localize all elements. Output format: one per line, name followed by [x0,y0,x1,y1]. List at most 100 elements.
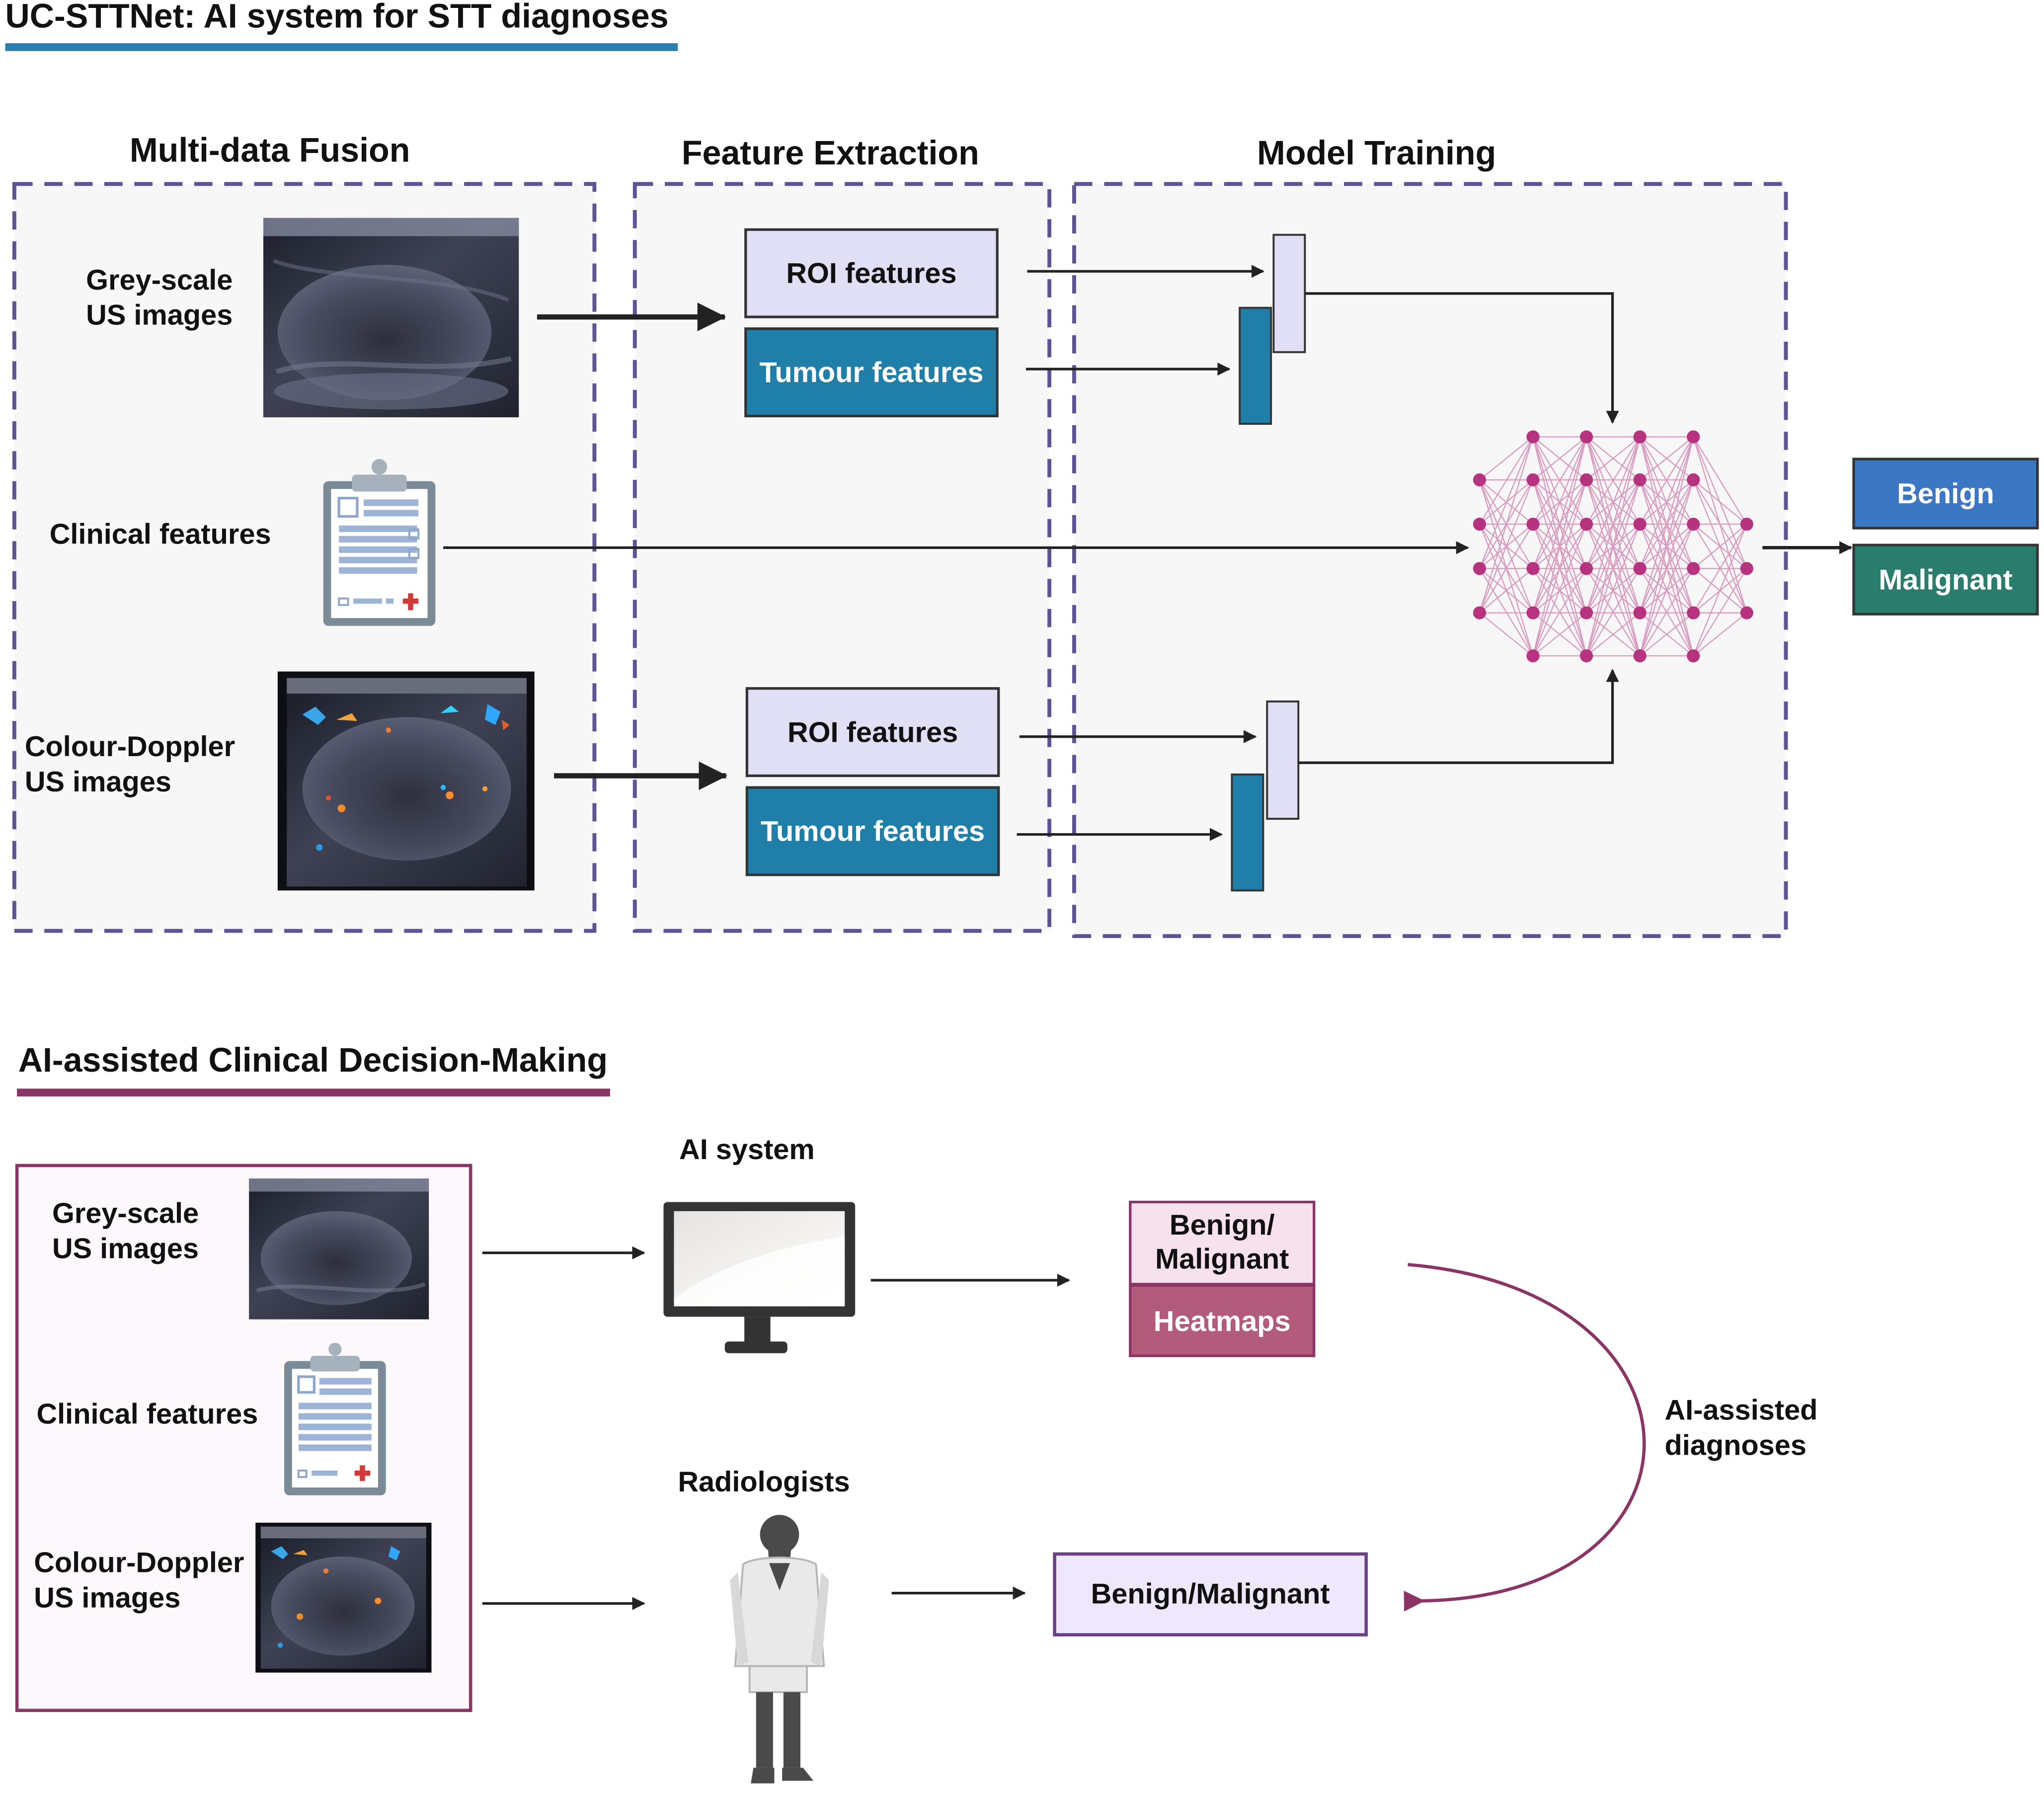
network-node [1633,562,1647,575]
network-node [1579,517,1593,531]
network-node [1633,649,1647,663]
network-node [1633,606,1647,620]
network-edge [1479,524,1534,614]
network-edge [1639,612,1694,657]
network-node [1473,562,1487,575]
top-section-title: UC-STTNet: AI system for STT diagnoses [5,0,668,35]
clipboard-icon [323,459,436,626]
ai-output-line2: Malignant [1155,1243,1289,1275]
network-node [1687,473,1700,487]
network-edge [1479,479,1534,613]
network-node [1579,473,1593,487]
network-node [1740,562,1753,575]
greyscale-us-image [263,218,519,417]
neural-network-icon [1473,430,1753,663]
network-edge [1585,524,1641,656]
network-node [1526,562,1540,575]
network-edge [1586,568,1641,656]
network-node [1579,649,1593,663]
network-edge [1532,437,1587,656]
feature-bar-lavender-bottom [1266,700,1300,820]
network-node [1687,562,1700,575]
network-edge [1639,524,1694,656]
network-node [1740,606,1753,620]
bottom-greyscale-line2: US images [52,1233,199,1264]
tumour-features-label-top: Tumour features [759,357,983,389]
network-edge [1479,568,1534,614]
clinical-features-label: Clinical features [50,518,271,550]
network-node [1633,473,1647,487]
network-edge [1586,436,1641,480]
bottom-doppler-line2: US images [34,1582,180,1614]
roi-features-box-top [744,228,999,318]
benign-output-label: Benign [1897,478,1994,510]
roi-features-label-bottom: ROI features [787,716,958,748]
network-edge [1693,479,1747,525]
model-training-panel [1072,182,1788,938]
ai-assisted-curve-arrow [1404,1263,1646,1612]
network-edge [1585,436,1641,613]
network-node [1579,606,1593,620]
network-edge [1532,524,1587,656]
network-node [1473,473,1487,487]
bottom-colour-doppler-us-image [255,1522,432,1673]
network-edge [1479,436,1534,480]
network-edge [1532,612,1587,657]
network-edge [1639,437,1694,656]
network-edge [1639,436,1694,525]
network-edge [1532,436,1587,480]
network-edge [1639,436,1694,613]
model-training-header: Model Training [1257,134,1496,172]
feature-bar-blue-top [1239,307,1272,425]
bottom-clipboard-icon [284,1342,386,1495]
network-node [1579,562,1593,575]
network-edge [1693,612,1747,657]
network-edge [1639,436,1694,480]
network-node [1687,606,1700,620]
network-edge [1586,612,1641,657]
roi-features-box-bottom [745,687,1000,778]
network-node [1526,649,1540,663]
bottom-greyscale-us-image [249,1178,429,1320]
heatmaps-box [1129,1284,1316,1357]
network-edge [1532,568,1587,656]
network-node [1526,517,1540,531]
neural-network-edges [1479,436,1747,657]
network-node [1526,430,1540,444]
network-edge [1532,479,1587,656]
ai-assisted-line1: AI-assisted [1664,1395,1817,1426]
bottom-section-title: AI-assisted Clinical Decision-Making [18,1041,608,1079]
feature-bar-lavender-top [1272,234,1306,353]
network-edge [1479,436,1534,569]
feature-bar-blue-bottom [1231,773,1264,892]
heatmaps-label: Heatmaps [1154,1306,1291,1337]
multi-data-fusion-header: Multi-data Fusion [130,132,410,169]
network-node [1687,517,1700,531]
network-edge [1585,479,1641,656]
malignant-output-box [1852,544,2039,616]
network-node [1687,649,1700,663]
computer-monitor-icon [663,1202,856,1353]
colour-doppler-us-image [277,671,535,891]
network-edge [1585,436,1641,569]
ai-assisted-line2: diagnoses [1664,1429,1806,1461]
network-node [1633,430,1647,444]
network-node [1740,517,1753,531]
network-node [1579,430,1593,444]
roi-features-label-top: ROI features [786,258,956,290]
network-edge [1639,479,1694,656]
doppler-label-line1: Colour-Doppler [25,731,235,763]
network-edge [1639,436,1694,569]
network-edge [1479,436,1534,525]
network-edge [1693,436,1747,525]
top-title-underline [5,43,678,51]
network-edge [1693,524,1747,614]
network-edge [1639,568,1694,656]
network-edge [1532,436,1587,569]
bottom-title-underline [17,1089,610,1096]
network-edge [1479,612,1534,657]
feature-extraction-header: Feature Extraction [682,134,979,172]
network-edge [1693,524,1747,656]
bottom-doppler-line1: Colour-Doppler [34,1547,244,1579]
ai-output-line1: Benign/ [1170,1209,1275,1241]
